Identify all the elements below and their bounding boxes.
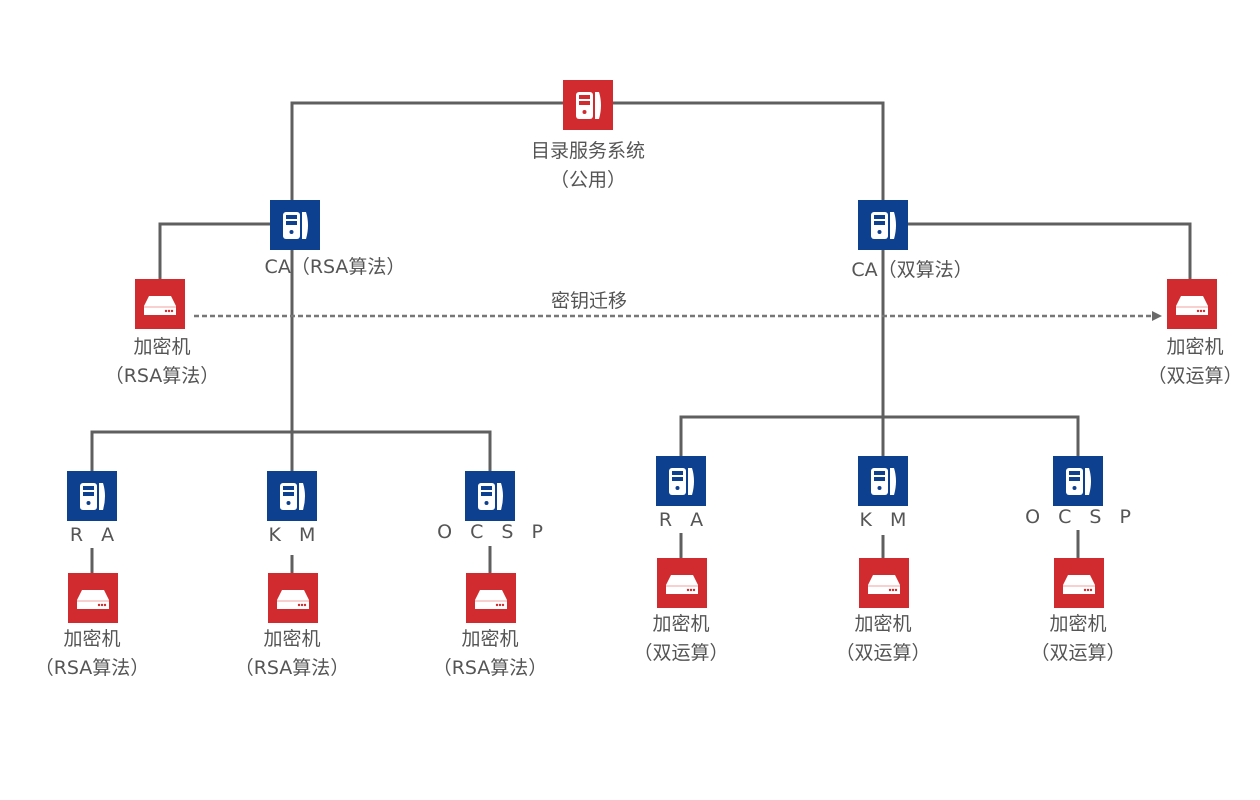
node-rsa-ra[interactable] (67, 471, 117, 521)
server-icon (465, 471, 515, 521)
label-hsm-rsa-ocsp: 加密机 （RSA算法） (433, 625, 548, 683)
server-icon (656, 456, 706, 506)
label-rsa-km-line1: K M (268, 524, 322, 546)
label-ca-dual-line1: CA（双算法） (851, 259, 973, 281)
label-rsa-ocsp-line1: O C S P (437, 521, 549, 543)
node-dual-ra[interactable] (656, 456, 706, 506)
label-ca-dual: CA（双算法） (851, 256, 972, 285)
label-hsm-dual-ocsp: 加密机 （双运算） (1030, 610, 1125, 668)
label-directory: 目录服务系统 （公用） (531, 137, 645, 195)
hsm-icon (657, 558, 707, 608)
label-ca-rsa-line1: CA（RSA算法） (264, 256, 406, 278)
edge-rsa-branch (90, 430, 492, 471)
migration-label: 密钥迁移 (550, 290, 628, 312)
server-icon (270, 200, 320, 250)
server-icon (1053, 456, 1103, 506)
label-hsm-dual-ocsp-line1: 加密机 (1049, 613, 1107, 635)
hsm-icon (859, 558, 909, 608)
label-rsa-ra-line1: R A (69, 524, 121, 546)
hsm-icon (466, 573, 516, 623)
label-dual-ra-line1: R A (658, 509, 710, 531)
node-hsm-ca-dual[interactable] (1167, 279, 1217, 329)
node-rsa-ocsp[interactable] (465, 471, 515, 521)
hsm-icon (268, 573, 318, 623)
node-hsm-ca-rsa[interactable] (135, 279, 185, 329)
hsm-icon (135, 279, 185, 329)
label-hsm-dual-km-line2: （双运算） (835, 642, 931, 664)
server-icon (67, 471, 117, 521)
label-dual-ocsp: O C S P (1025, 503, 1137, 532)
node-dual-ocsp[interactable] (1053, 456, 1103, 506)
label-dual-ra: R A (659, 506, 709, 535)
label-hsm-rsa-km-line1: 加密机 (263, 628, 321, 650)
node-rsa-km[interactable] (267, 471, 317, 521)
node-ca-dual[interactable] (858, 200, 908, 250)
label-hsm-rsa-km-line2: （RSA算法） (234, 657, 350, 679)
edge-dual-branch (679, 415, 1080, 456)
label-directory-line1: 目录服务系统 (530, 140, 646, 162)
label-hsm-ca-rsa-line2: （RSA算法） (104, 365, 220, 387)
node-hsm-rsa-km[interactable] (268, 573, 318, 623)
server-icon (563, 80, 613, 130)
node-hsm-dual-ocsp[interactable] (1054, 558, 1104, 608)
server-icon (858, 456, 908, 506)
label-hsm-rsa-ra-line1: 加密机 (63, 628, 121, 650)
label-ca-rsa: CA（RSA算法） (265, 253, 406, 282)
label-hsm-rsa-ocsp-line2: （RSA算法） (432, 657, 548, 679)
node-ca-rsa[interactable] (270, 200, 320, 250)
label-directory-line2: （公用） (549, 169, 627, 191)
hsm-icon (1167, 279, 1217, 329)
label-dual-km: K M (860, 506, 913, 535)
label-hsm-rsa-ra: 加密机 （RSA算法） (35, 625, 150, 683)
label-hsm-dual-ocsp-line2: （双运算） (1030, 642, 1126, 664)
node-directory[interactable] (563, 80, 613, 130)
node-hsm-dual-ra[interactable] (657, 558, 707, 608)
node-hsm-rsa-ocsp[interactable] (466, 573, 516, 623)
label-hsm-ca-dual-line1: 加密机 (1166, 336, 1224, 358)
label-hsm-rsa-ocsp-line1: 加密机 (461, 628, 519, 650)
label-rsa-km: K M (269, 521, 322, 550)
label-hsm-ca-rsa-line1: 加密机 (133, 336, 191, 358)
hsm-icon (1054, 558, 1104, 608)
server-icon (267, 471, 317, 521)
server-icon (858, 200, 908, 250)
label-hsm-ca-rsa: 加密机 （RSA算法） (105, 333, 220, 391)
edge-ca-dual-to-hsm (907, 222, 1192, 279)
label-hsm-dual-ra-line1: 加密机 (652, 613, 710, 635)
label-hsm-dual-km: 加密机 （双运算） (835, 610, 930, 668)
label-hsm-rsa-km: 加密机 （RSA算法） (235, 625, 350, 683)
label-hsm-dual-ra: 加密机 （双运算） (633, 610, 728, 668)
node-hsm-rsa-ra[interactable] (68, 573, 118, 623)
label-rsa-ocsp: O C S P (437, 518, 549, 547)
edge-ca-rsa-to-hsm (158, 222, 270, 279)
label-hsm-dual-km-line1: 加密机 (854, 613, 912, 635)
label-hsm-ca-dual-line2: （双运算） (1147, 365, 1243, 387)
label-dual-km-line1: K M (859, 509, 913, 531)
hsm-icon (68, 573, 118, 623)
label-hsm-rsa-ra-line2: （RSA算法） (34, 657, 150, 679)
node-hsm-dual-km[interactable] (859, 558, 909, 608)
label-hsm-ca-dual: 加密机 （双运算） (1147, 333, 1242, 391)
label-hsm-dual-ra-line2: （双运算） (633, 642, 729, 664)
node-dual-km[interactable] (858, 456, 908, 506)
label-rsa-ra: R A (70, 521, 120, 550)
label-dual-ocsp-line1: O C S P (1025, 506, 1137, 528)
